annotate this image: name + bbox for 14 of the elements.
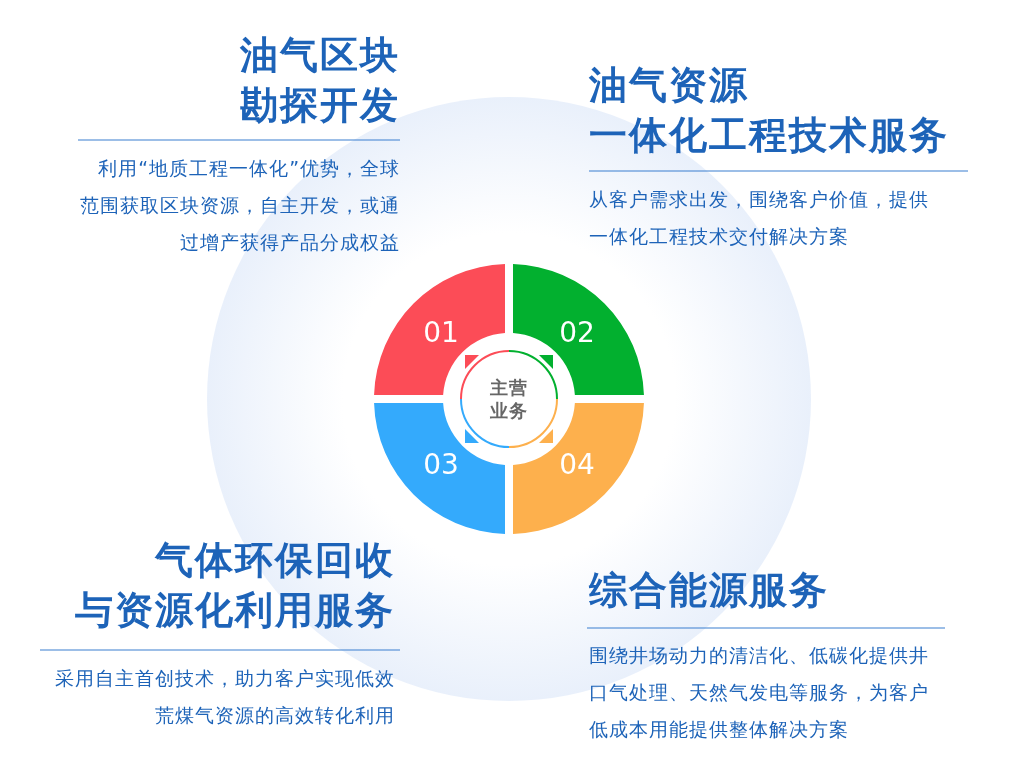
segment-number: 02 [558, 318, 596, 348]
section-heading: 综合能源服务 [589, 567, 830, 614]
section-heading: 油气资源一体化工程技术服务 [589, 62, 950, 159]
section-description: 利用“地质工程一体化”优势，全球范围获取区块资源，自主开发，或通过增产获得产品分成权益 [80, 156, 400, 255]
center-label: 主营业务 [489, 376, 529, 422]
section-description: 从客户需求出发，围绕客户价值，提供一体化工程技术交付解决方案 [589, 187, 930, 249]
segment-number: 01 [422, 318, 460, 348]
section-description: 围绕井场动力的清洁化、低碳化提供井口气处理、天然气发电等服务，为客户低成本用能提供整体解决方案 [589, 643, 930, 742]
segment-number: 03 [422, 450, 460, 480]
section-heading: 气体环保回收与资源化利用服务 [74, 537, 395, 634]
section-heading: 油气区块勘探开发 [239, 32, 400, 129]
section-description: 采用自主首创技术，助力客户实现低效荒煤气资源的高效转化利用 [54, 666, 395, 728]
center-circle [457, 347, 561, 451]
segment-number: 04 [558, 450, 596, 480]
